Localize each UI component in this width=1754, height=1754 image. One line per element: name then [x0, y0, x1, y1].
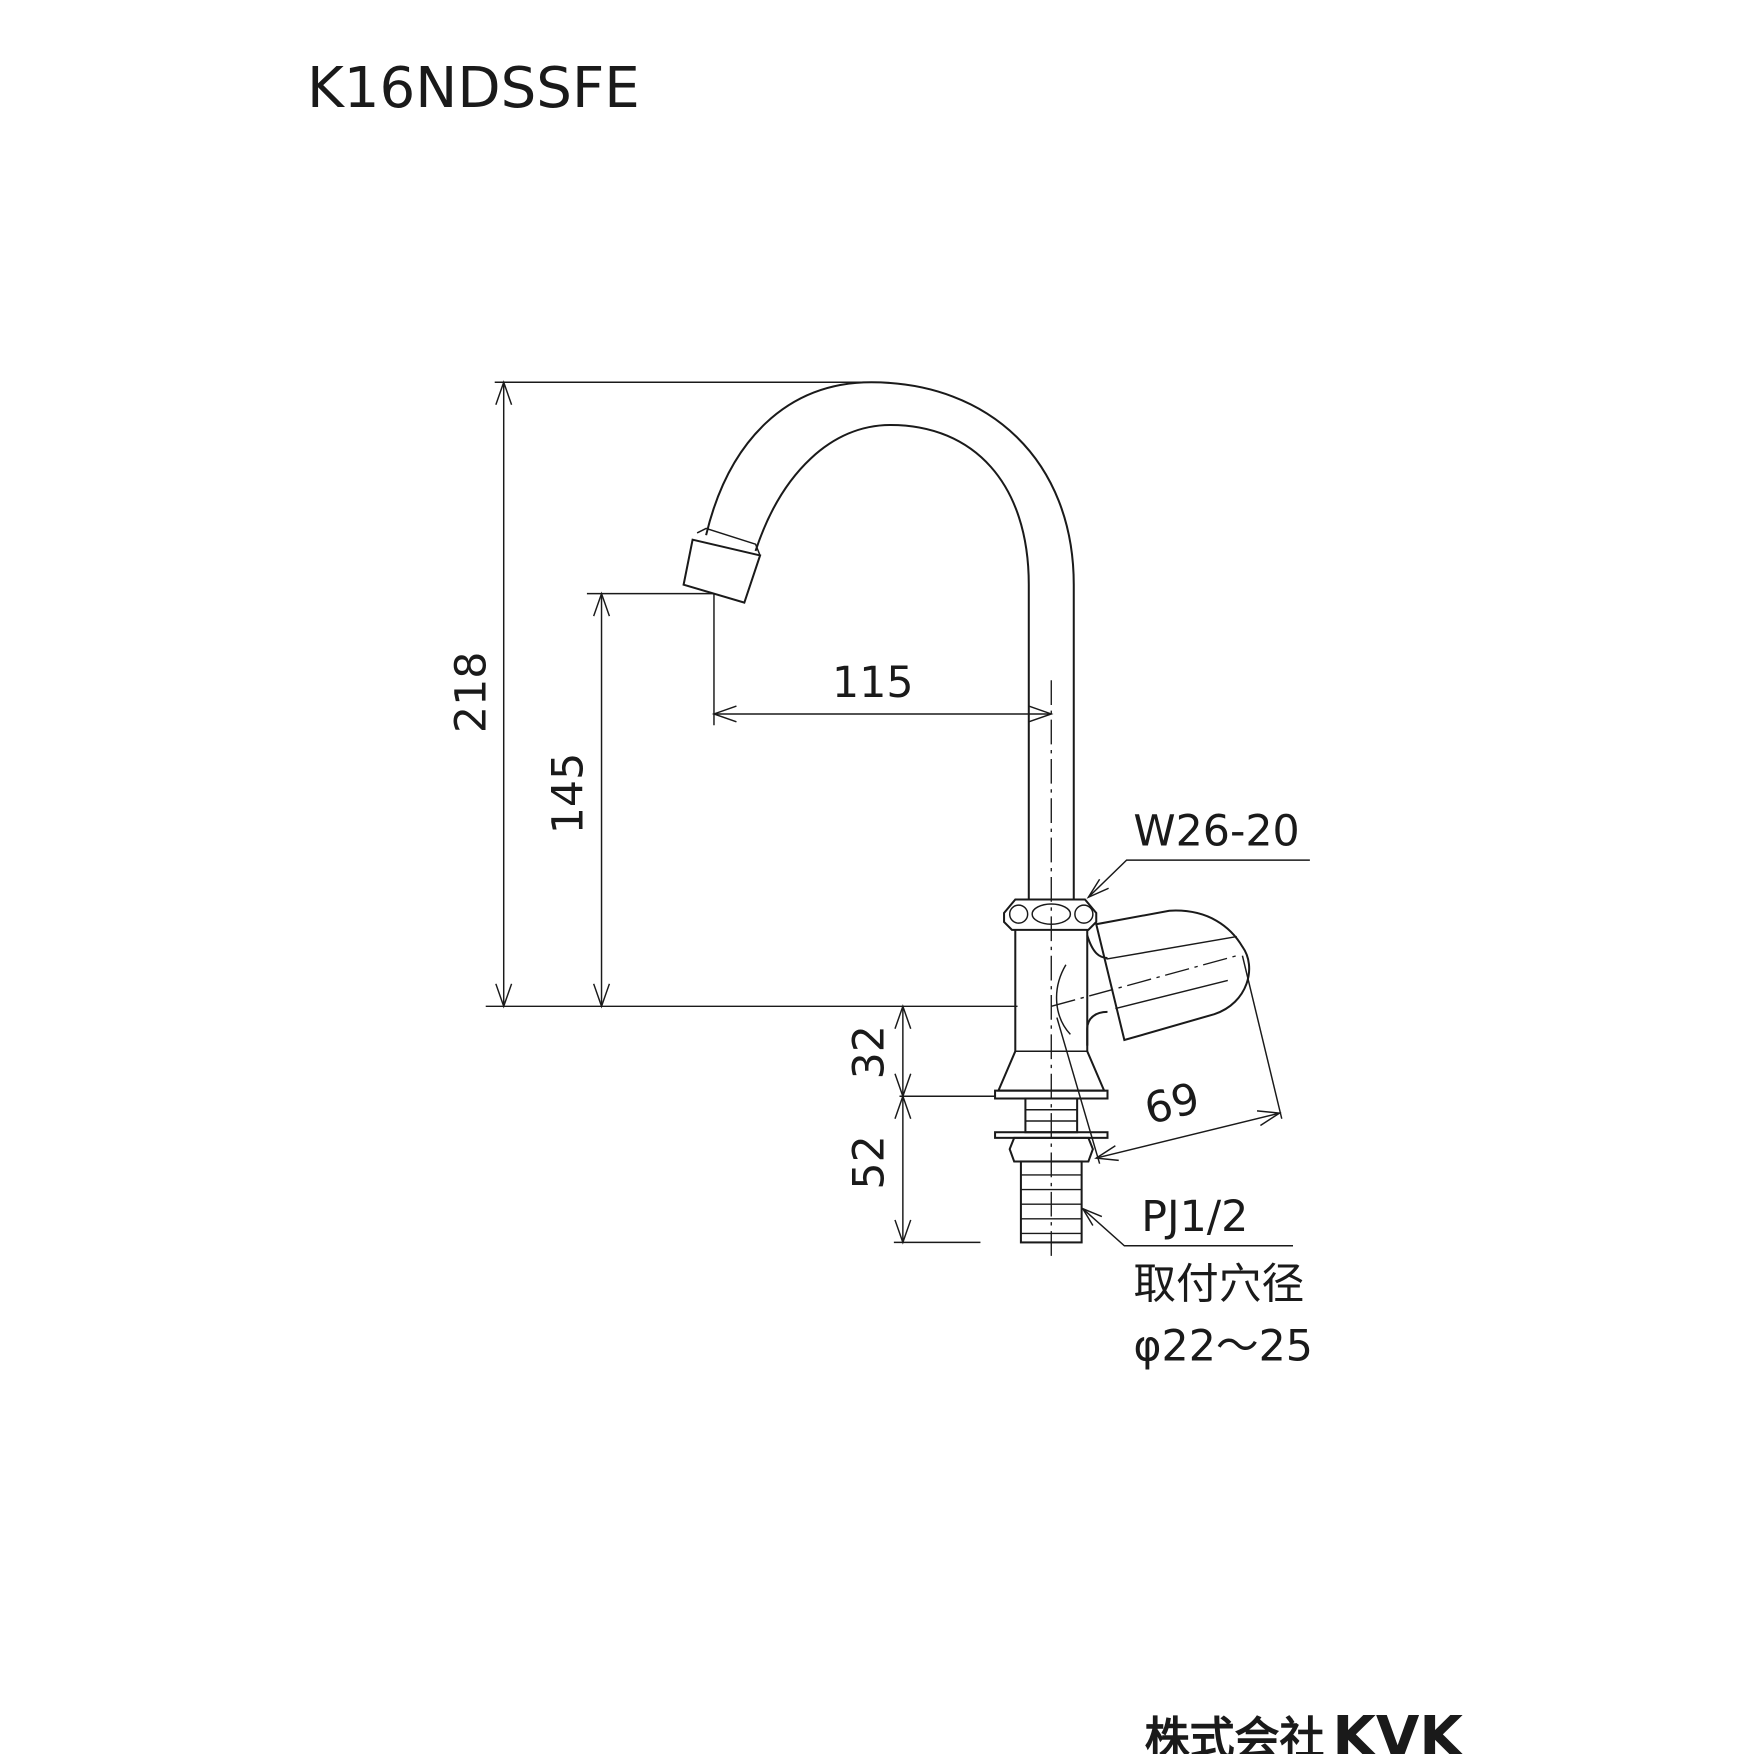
nut-callout: W26-20 [1133, 807, 1299, 857]
dim-69: 69 [1140, 1073, 1205, 1135]
dim-218: 218 [447, 652, 497, 734]
hole-label: 取付穴径 [1133, 1260, 1304, 1310]
model-title: K16NDSSFE [307, 56, 640, 121]
dim-145: 145 [543, 753, 593, 835]
logo-jp: 株式会社 [1145, 1712, 1325, 1754]
dim-115: 115 [832, 658, 914, 708]
company-logo: 株式会社 KVK [1145, 1705, 1466, 1754]
connection-callout: PJ1/2 [1141, 1192, 1248, 1242]
faucet-outline [682, 381, 1251, 1260]
dim-52: 52 [845, 1135, 895, 1189]
hole-size: φ22～25 [1133, 1321, 1313, 1371]
logo-brand: KVK [1332, 1705, 1465, 1754]
dimension-lines [485, 380, 1310, 1247]
dim-32: 32 [845, 1025, 895, 1079]
